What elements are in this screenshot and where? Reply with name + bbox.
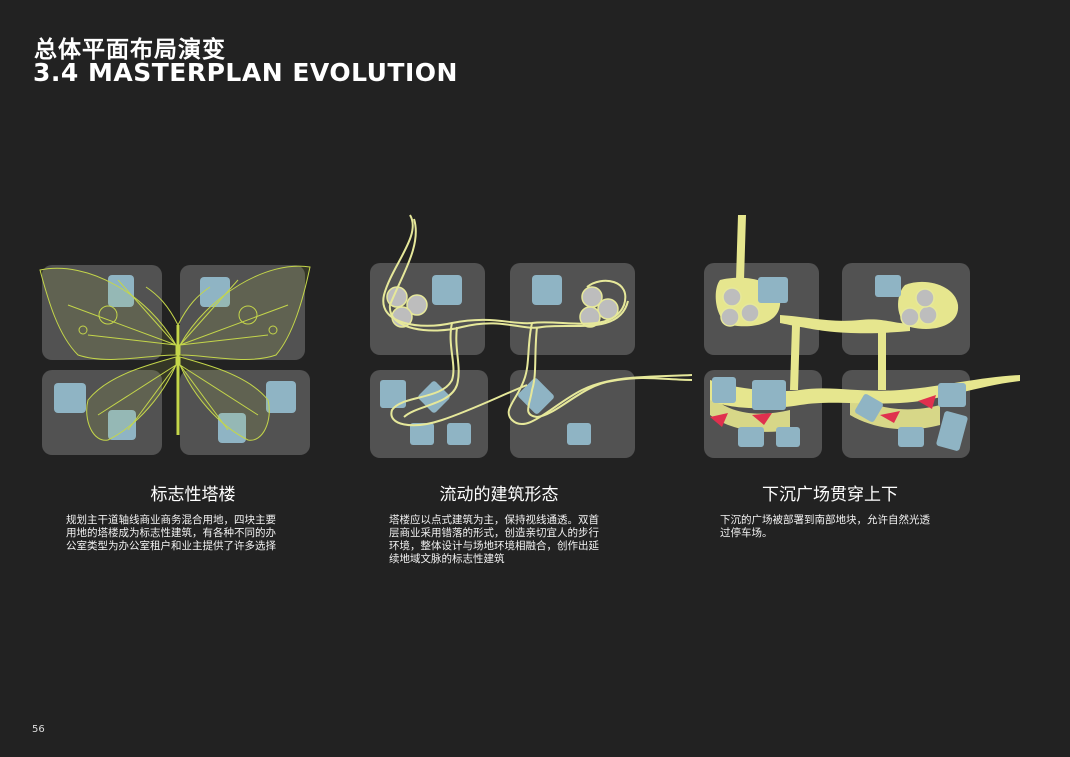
description-line: 环境，整体设计与场地环境相融合，创作出延 [389, 540, 619, 553]
panel-description-iconic-towers: 规划主干道轴线商业商务混合用地，四块主要 用地的塔楼成为标志性建筑，有各种不同的… [66, 514, 296, 553]
panel-heading-iconic-towers: 标志性塔楼 [28, 480, 358, 505]
building [938, 383, 966, 407]
tower [266, 381, 296, 413]
page-number: 56 [32, 724, 45, 735]
page-title-en: 3.4 MASTERPLAN EVOLUTION [33, 58, 458, 87]
building [738, 427, 764, 447]
diagram-sunken-plaza [700, 205, 1030, 475]
site-block [370, 263, 485, 355]
panel-description-flowing-form: 塔楼应以点式建筑为主，保持视线通透。双首 层商业采用错落的形式，创造亲切宜人的步… [389, 514, 619, 566]
panel-description-sunken-plaza: 下沉的广场被部署到南部地块，允许自然光透 过停车场。 [720, 514, 950, 540]
building [447, 423, 471, 445]
building [410, 423, 434, 445]
description-line: 塔楼应以点式建筑为主，保持视线通透。双首 [389, 514, 619, 527]
building [898, 427, 924, 447]
description-line: 层商业采用错落的形式，创造亲切宜人的步行 [389, 527, 619, 540]
description-line: 过停车场。 [720, 527, 950, 540]
building [875, 275, 901, 297]
building [567, 423, 591, 445]
description-line: 规划主干道轴线商业商务混合用地，四块主要 [66, 514, 296, 527]
building [752, 380, 786, 410]
description-line: 下沉的广场被部署到南部地块，允许自然光透 [720, 514, 950, 527]
panel-heading-flowing-form: 流动的建筑形态 [334, 480, 664, 505]
building [776, 427, 800, 447]
description-line: 用地的塔楼成为标志性建筑，有各种不同的办 [66, 527, 296, 540]
diagram-iconic-towers [28, 205, 358, 475]
description-line: 公室类型为办公室租户和业主提供了许多选择 [66, 540, 296, 553]
building [712, 377, 736, 403]
panel-heading-sunken-plaza: 下沉广场贯穿上下 [665, 480, 995, 505]
description-line: 续地域文脉的标志性建筑 [389, 553, 619, 566]
building [758, 277, 788, 303]
diagram-flowing-form [362, 205, 692, 475]
building [380, 380, 406, 408]
building [432, 275, 462, 305]
building [532, 275, 562, 305]
tower [54, 383, 86, 413]
